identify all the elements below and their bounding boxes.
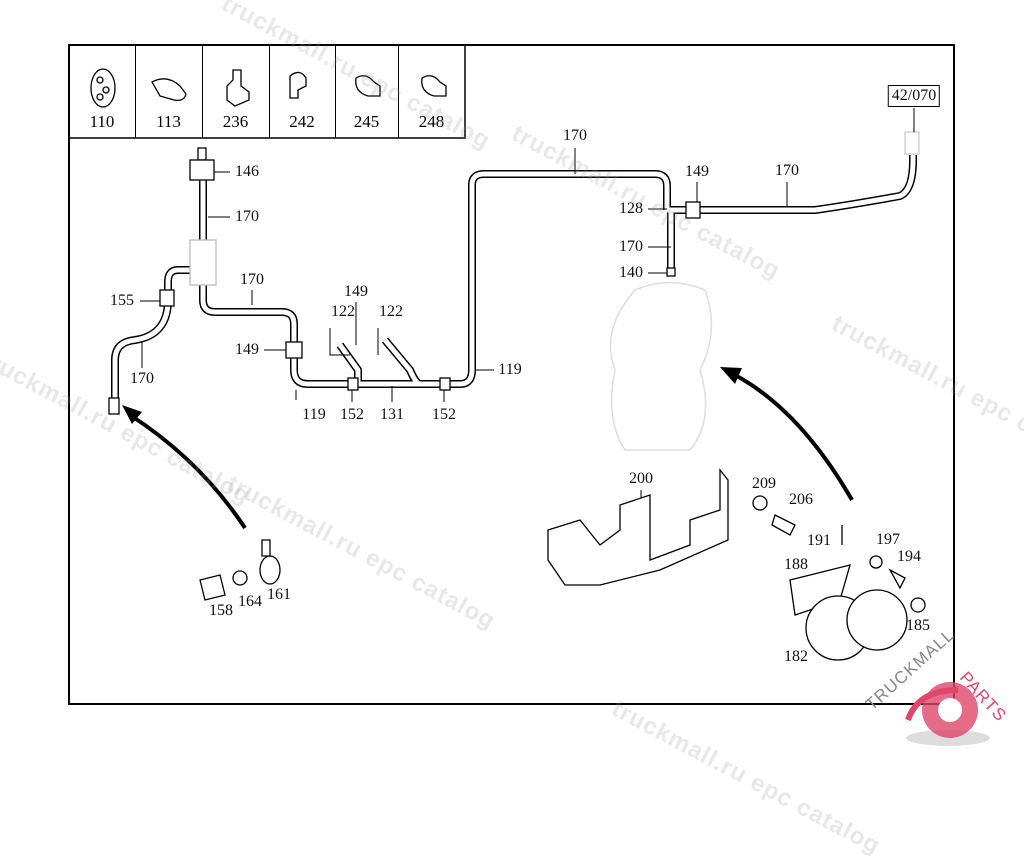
callout[interactable]: 149 (685, 163, 709, 180)
thumbnail-label: 242 (289, 112, 315, 131)
callout[interactable]: 206 (789, 491, 813, 508)
callout[interactable]: 170 (130, 370, 154, 387)
thumbnail-label: 113 (156, 112, 181, 131)
callout[interactable]: 149 (344, 283, 368, 300)
callout[interactable]: 170 (240, 271, 264, 288)
callout[interactable]: 122 (379, 303, 403, 320)
callout[interactable]: 170 (619, 238, 643, 255)
gear-logo-icon (905, 682, 990, 746)
thumbnail-242[interactable]: 242 (269, 45, 336, 138)
thumbnail-strip-border (69, 45, 466, 139)
thumbnail-245[interactable]: 245 (335, 45, 399, 138)
thumbnail-label: 110 (89, 112, 115, 131)
parts-diagram (68, 44, 955, 705)
callout[interactable]: 185 (906, 617, 930, 634)
callout[interactable]: 122 (331, 303, 355, 320)
callout[interactable]: 161 (267, 586, 291, 603)
diagram-frame (68, 44, 955, 705)
callout[interactable]: 152 (340, 406, 364, 423)
callout[interactable]: 200 (629, 470, 653, 487)
callout[interactable]: 188 (784, 556, 808, 573)
reference-box[interactable]: 42/070 (887, 85, 941, 107)
callout[interactable]: 119 (302, 406, 326, 423)
callout[interactable]: 146 (235, 163, 259, 180)
callout[interactable]: 128 (619, 200, 643, 217)
callout[interactable]: 194 (897, 548, 921, 565)
callout[interactable]: 170 (235, 208, 259, 225)
callout[interactable]: 152 (432, 406, 456, 423)
thumbnail-236[interactable]: 236 (202, 45, 270, 138)
callout[interactable]: 197 (876, 531, 900, 548)
truckmall-parts-logo: TRUCKMALL PARTS (858, 625, 1024, 750)
thumbnail-label: 245 (353, 112, 380, 131)
thumbnail-label: 236 (222, 112, 249, 131)
callout[interactable]: 131 (380, 406, 404, 423)
callout[interactable]: 140 (619, 264, 643, 281)
thumbnail-110[interactable]: 110 (69, 45, 136, 138)
callout[interactable]: 209 (752, 475, 776, 492)
callout[interactable]: 155 (110, 292, 134, 309)
callout[interactable]: 170 (563, 127, 587, 144)
callout[interactable]: 119 (498, 361, 522, 378)
callout[interactable]: 158 (209, 602, 233, 619)
thumbnail-248[interactable]: 248 (398, 45, 465, 138)
callout[interactable]: 182 (784, 648, 808, 665)
thumbnail-113[interactable]: 113 (135, 45, 203, 138)
thumbnail-label: 248 (418, 112, 445, 131)
callout[interactable]: 170 (775, 162, 799, 179)
callout[interactable]: 164 (238, 593, 262, 610)
callout[interactable]: 191 (807, 532, 831, 549)
callout[interactable]: 149 (235, 341, 259, 358)
